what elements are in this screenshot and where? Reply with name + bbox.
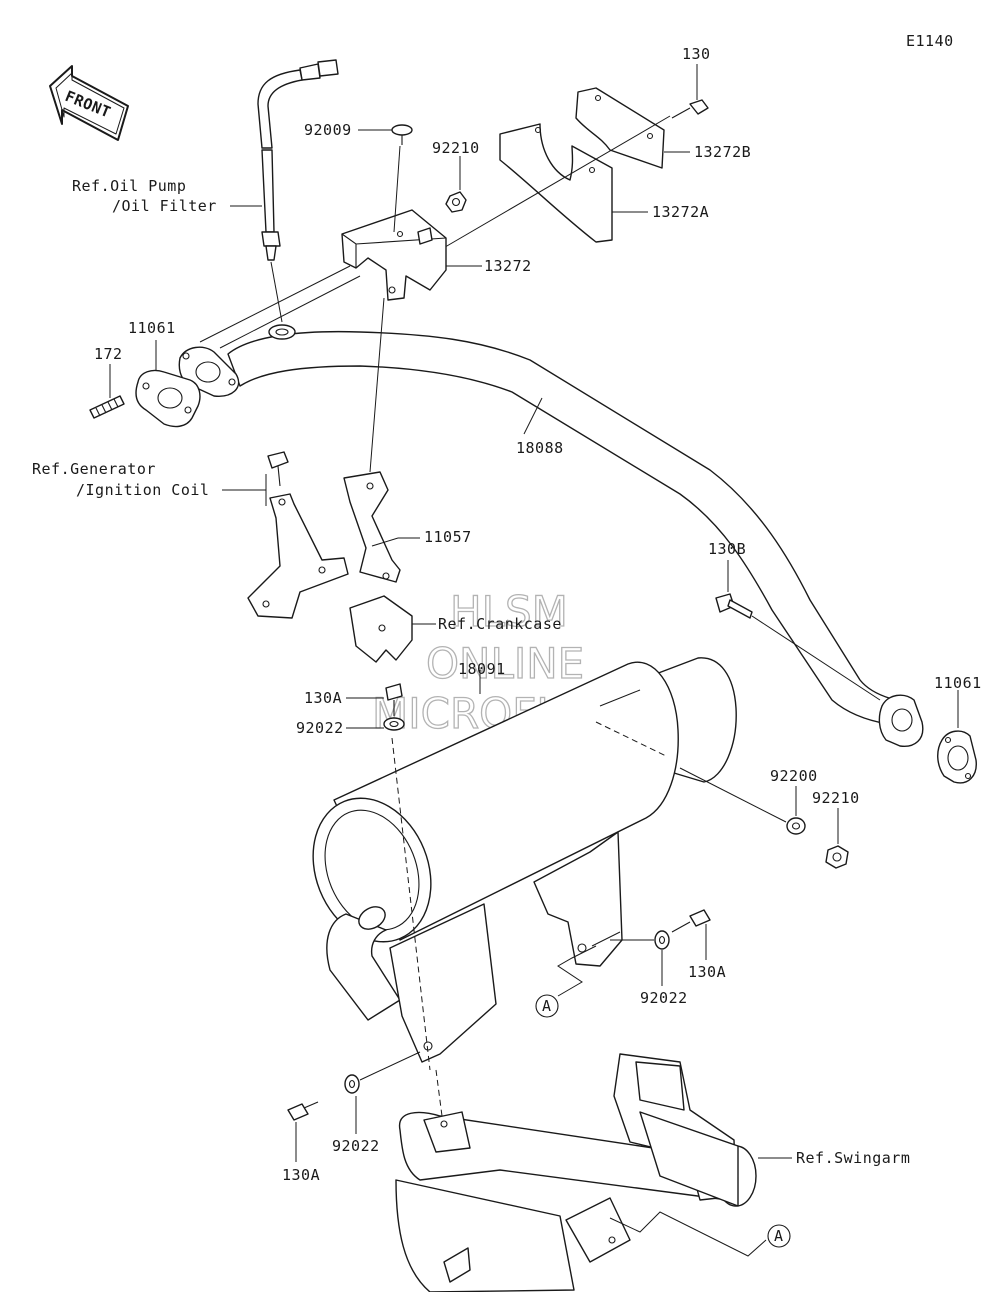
part-number-92009[interactable]: 92009 bbox=[304, 121, 352, 139]
part-number-92210-top[interactable]: 92210 bbox=[432, 139, 480, 157]
part-number-92022-upper[interactable]: 92022 bbox=[296, 719, 344, 737]
oil-hose-illustration bbox=[257, 59, 339, 261]
ref-oil-filter-label: /Oil Filter bbox=[112, 197, 217, 215]
swingarm bbox=[395, 1053, 757, 1292]
bolt-generator-icon bbox=[267, 451, 289, 487]
heat-guard-13272A bbox=[499, 123, 613, 243]
part-number-92022-right[interactable]: 92022 bbox=[640, 989, 688, 1007]
part-number-18091[interactable]: 18091 bbox=[458, 660, 506, 678]
ref-crankcase-label: Ref.Crankcase bbox=[438, 615, 562, 633]
ref-ignition-coil-label: /Ignition Coil bbox=[76, 481, 209, 499]
part-number-13272B[interactable]: 13272B bbox=[694, 143, 751, 161]
part-number-11057[interactable]: 11057 bbox=[424, 528, 472, 546]
ref-oil-pump-label: Ref.Oil Pump bbox=[72, 177, 186, 195]
washer-92022-right-icon bbox=[654, 930, 670, 950]
part-number-11061-left[interactable]: 11061 bbox=[128, 319, 176, 337]
nut-92210-right-icon bbox=[825, 845, 849, 869]
bolt-130A-lower-icon bbox=[287, 1101, 319, 1121]
bracket-11057 bbox=[343, 471, 401, 583]
washer-92022-upper-icon bbox=[383, 717, 405, 731]
bolt-130-top-icon bbox=[671, 99, 709, 119]
part-number-13272A[interactable]: 13272A bbox=[652, 203, 709, 221]
heat-guard-13272B bbox=[575, 87, 665, 169]
callout-a-lower-letter: A bbox=[774, 1227, 784, 1245]
bolt-130B-icon bbox=[715, 593, 753, 619]
screw-92009-icon bbox=[391, 124, 413, 145]
bolt-130A-upper-icon bbox=[385, 683, 403, 716]
part-number-130A-upper[interactable]: 130A bbox=[304, 689, 342, 707]
part-number-130B[interactable]: 130B bbox=[708, 540, 746, 558]
watermark-line-2: ONLINE bbox=[426, 639, 584, 688]
ref-generator-label: Ref.Generator bbox=[32, 460, 156, 478]
diagram-code: E1140 bbox=[906, 32, 954, 50]
part-number-130A-lower[interactable]: 130A bbox=[282, 1166, 320, 1184]
callout-a-upper-letter: A bbox=[542, 997, 552, 1015]
stud-172-icon bbox=[89, 395, 125, 419]
washer-92022-lower-icon bbox=[344, 1074, 360, 1094]
part-number-130A-right[interactable]: 130A bbox=[688, 963, 726, 981]
bolt-130A-right-icon bbox=[671, 909, 711, 933]
callout-a-lower: A bbox=[767, 1224, 791, 1248]
part-number-13272[interactable]: 13272 bbox=[484, 257, 532, 275]
part-number-172[interactable]: 172 bbox=[94, 345, 123, 363]
muffler-18091 bbox=[312, 657, 737, 1063]
bracket-13272 bbox=[341, 209, 447, 301]
callout-a-upper: A bbox=[535, 994, 559, 1018]
part-number-92200[interactable]: 92200 bbox=[770, 767, 818, 785]
nut-92210-top-icon bbox=[445, 191, 467, 213]
part-number-92022-lower[interactable]: 92022 bbox=[332, 1137, 380, 1155]
crankcase-mount bbox=[349, 595, 413, 663]
generator-bracket bbox=[247, 493, 349, 619]
part-number-92210-right[interactable]: 92210 bbox=[812, 789, 860, 807]
ref-swingarm-label: Ref.Swingarm bbox=[796, 1149, 910, 1167]
gasket-11061-left bbox=[135, 369, 201, 428]
gasket-11061-right bbox=[937, 730, 977, 784]
part-number-130-top[interactable]: 130 bbox=[682, 45, 711, 63]
part-number-11061-right[interactable]: 11061 bbox=[934, 674, 982, 692]
part-number-18088[interactable]: 18088 bbox=[516, 439, 564, 457]
watermark-line-1: HLSM bbox=[450, 587, 568, 636]
washer-92200-icon bbox=[786, 817, 806, 835]
front-arrow-icon: FRONT bbox=[49, 65, 129, 141]
